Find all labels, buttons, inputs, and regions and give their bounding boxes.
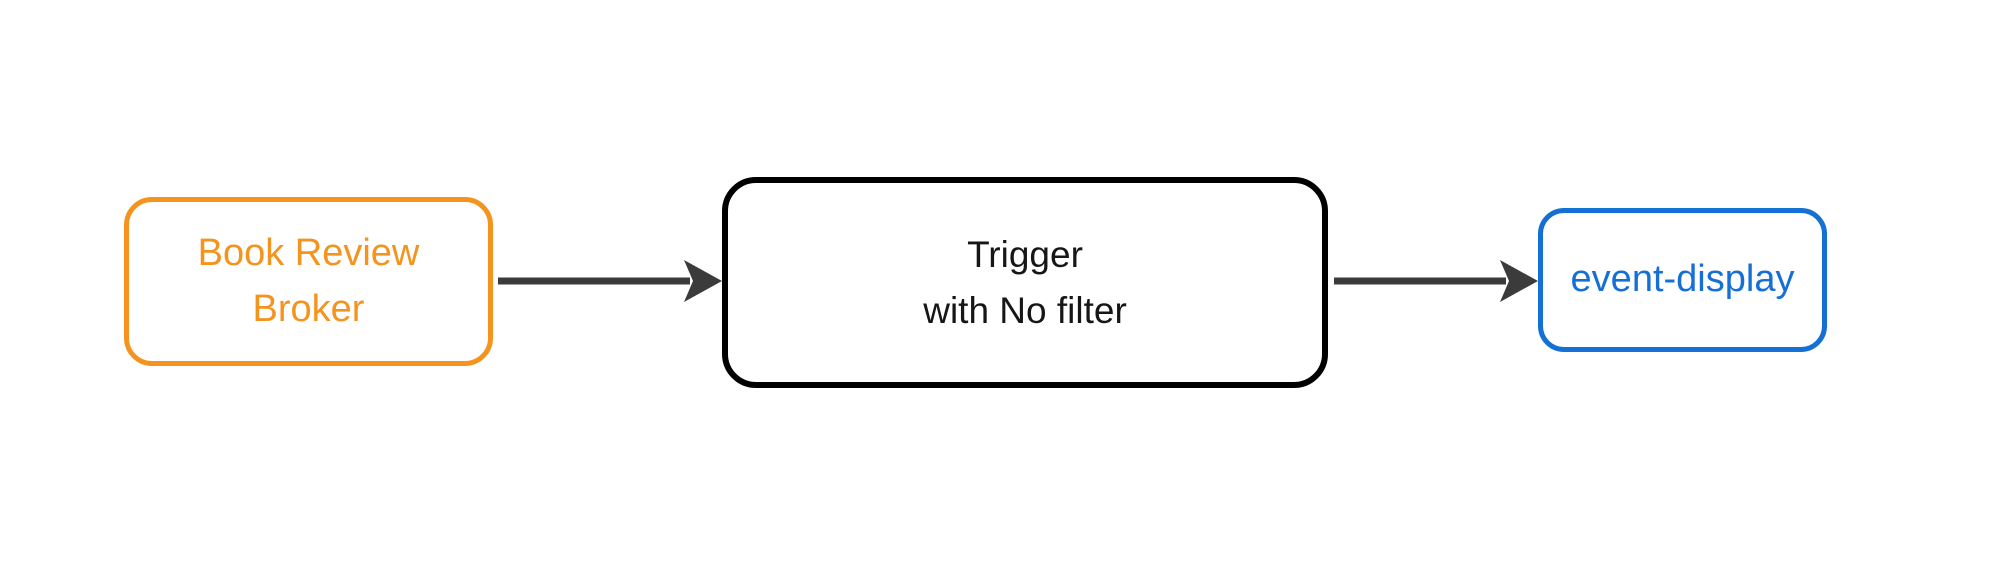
node-label-trigger: Trigger with No filter	[923, 234, 1127, 331]
arrowhead-icon	[1500, 260, 1538, 302]
connector-trigger-to-event-display	[1334, 260, 1538, 302]
node-label-event-display: event-display	[1570, 258, 1795, 301]
node-trigger-with-no-filter: Trigger with No filter	[722, 177, 1328, 388]
arrowhead-icon	[684, 260, 722, 302]
node-event-display: event-display	[1538, 208, 1827, 352]
connector-broker-to-trigger	[498, 260, 722, 302]
node-book-review-broker: Book Review Broker	[124, 197, 493, 366]
node-label-book-review-broker: Book Review Broker	[197, 232, 420, 330]
